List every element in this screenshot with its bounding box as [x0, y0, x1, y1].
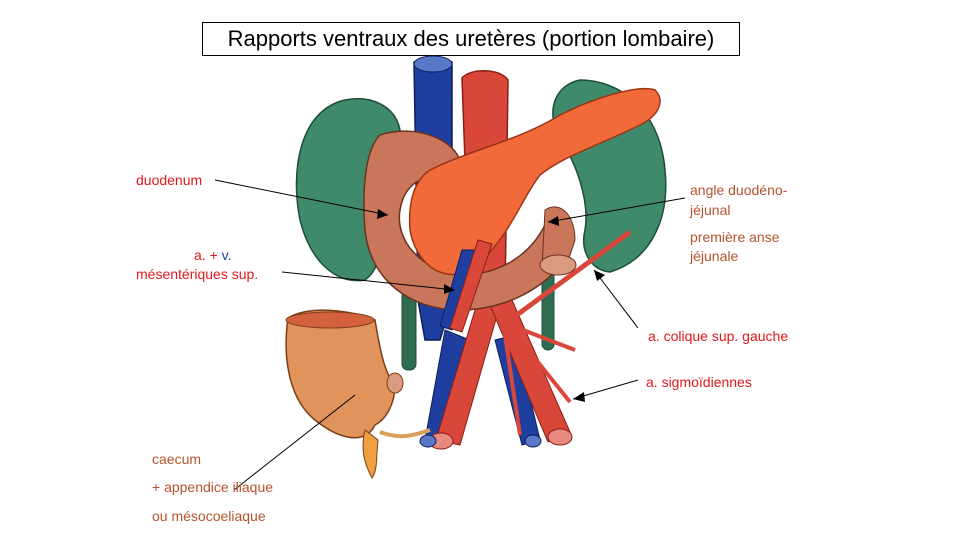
- appendix: [362, 429, 379, 479]
- label-duodenum: duodenum: [136, 172, 203, 188]
- label-caecum: caecum: [152, 451, 202, 467]
- label-mesocoeliaque: ou mésocoeliaque: [152, 508, 266, 524]
- label-angle-line1: angle duodéno-: [690, 182, 788, 198]
- label-mesenteriques-line1: a. + v.: [194, 246, 232, 264]
- label-appendice: + appendice iliaque: [152, 479, 274, 495]
- pancreas: [408, 87, 661, 276]
- label-mesenteriques-prefix: a. +: [194, 247, 222, 263]
- page-title: Rapports ventraux des uretères (portion …: [202, 22, 740, 56]
- label-colique: a. colique sup. gauche: [648, 328, 789, 344]
- title-text: Rapports ventraux des uretères (portion …: [227, 26, 715, 51]
- label-mesenteriques-line2: mésentériques sup.: [136, 266, 259, 282]
- left-ureter: [401, 289, 417, 371]
- label-angle-line2: jéjunal: [690, 202, 731, 218]
- caecum: [285, 309, 396, 439]
- label-mesenteriques-v: v.: [221, 247, 232, 263]
- label-premiere-line2: jéjunale: [690, 248, 739, 264]
- label-sigmoidiennes: a. sigmoïdiennes: [646, 374, 752, 390]
- leader-lines: [214, 179, 686, 491]
- label-premiere-line1: première anse: [690, 229, 780, 245]
